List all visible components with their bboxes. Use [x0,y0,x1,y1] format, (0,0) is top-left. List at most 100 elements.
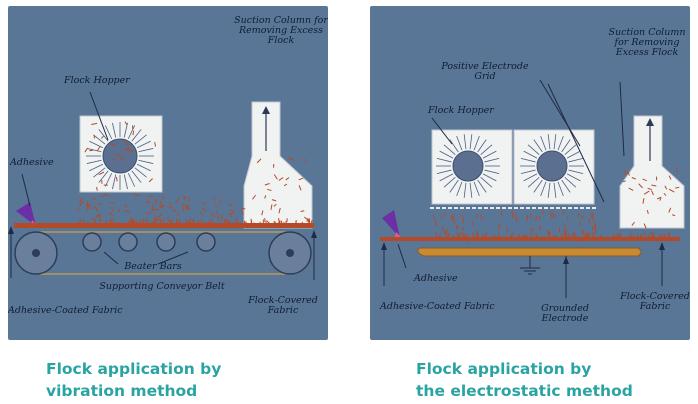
flock-fiber [538,215,541,221]
flock-fiber [462,217,465,224]
flock-fiber [638,183,643,189]
flock-fiber [432,214,435,219]
flock-fiber [109,143,116,146]
flock-fiber [651,184,657,187]
flock-fiber [310,220,313,225]
flock-fiber [273,203,277,207]
flock-fiber [497,232,500,238]
hopper-ray [540,181,547,197]
flock-fiber [87,221,89,226]
flock-fiber [124,209,130,213]
flock-fiber [78,220,80,226]
hopper-ray [93,167,106,178]
hopper-ray [127,125,136,140]
hopper-ray [463,134,467,150]
adhesive-applicator [16,202,36,226]
hopper-ray [473,135,480,151]
flock-fiber [154,214,159,220]
label-suction-column: Suction Column for Removing Excess Flock [234,15,328,46]
hopper-ray [520,169,536,175]
flock-fiber [100,193,107,198]
flock-fiber [252,194,256,200]
flock-fiber [285,220,288,227]
flock-fiber [178,218,181,225]
caption-electrostatic: Flock application by the electrostatic m… [416,358,633,402]
flock-fiber [237,221,239,226]
flock-fiber [532,227,534,232]
flock-fiber [273,220,276,226]
flock-fiber [94,219,96,224]
electrostatic-method-panel: Suction Column for Removing Excess Flock… [370,6,690,340]
flock-fiber [304,216,308,220]
flock-fiber [463,234,465,238]
caption-electrostatic-line-2: the electrostatic method [416,382,633,400]
hopper-ray [477,179,487,193]
label-flock-covered-fabric: Flock-Covered Fabric [248,295,318,316]
flock-fiber [651,235,654,242]
flock-fiber [582,229,584,234]
label-adhesive-coated-fabric: Adhesive-Coated Fabric [380,301,495,312]
flock-fiber [124,146,129,152]
flock-fiber [127,147,132,153]
flock-fiber [476,214,478,219]
flock-fiber [84,147,88,153]
electrostatic-diagram [380,79,685,298]
hopper-ray [553,182,557,198]
flock-fiber [220,214,223,221]
flock-fiber [592,217,595,221]
flock-fiber [199,211,203,216]
flock-fiber [168,201,172,206]
flock-fiber [567,233,569,240]
flock-fiber [86,203,90,210]
flock-fiber [642,198,645,204]
hopper-ray [134,167,147,178]
flock-fiber [646,210,649,214]
flock-fiber [161,195,166,200]
hopper-ray [443,176,456,188]
hopper-ray [449,179,459,193]
hopper-ray [480,176,493,188]
label-flock-hopper: Flock Hopper [64,75,130,86]
hopper-ray [456,181,463,197]
flock-fiber [550,212,553,218]
fabric-strip [380,237,680,241]
flock-fiber [95,207,98,212]
label-adhesive: Adhesive [414,273,458,284]
flock-fiber [154,220,157,226]
flock-fiber [210,218,213,223]
flock-fiber [130,216,133,222]
flock-fiber [106,194,110,197]
suction-column [243,101,313,229]
hopper-ray [439,173,454,182]
hopper-ray [482,173,497,182]
hopper-ray [566,150,581,159]
beater-bar [82,232,102,252]
hopper-ray [89,140,104,149]
flock-fiber [78,198,83,203]
flock-fiber [627,171,630,176]
hopper-ray [456,135,463,151]
flock-fiber [457,225,459,229]
hopper-ray [473,181,480,197]
flock-fiber [243,220,246,227]
hopper-ray [138,148,154,153]
flock-fiber [235,217,237,223]
hopper-ray [527,144,540,156]
hopper-ray [439,150,454,159]
flock-fiber [181,204,186,207]
flock-fiber [230,210,235,215]
hopper-ray [469,134,473,150]
flock-fiber [577,213,580,218]
hopper-ray [547,134,551,150]
hopper-ray [443,144,456,156]
label-adhesive: Adhesive [10,157,54,168]
flock-fiber [187,198,191,202]
hopper-ray [127,172,136,187]
flock-fiber [515,216,518,222]
flock-fiber [245,221,248,228]
hopper-ray [469,182,473,198]
hopper-drum-right [536,150,568,182]
flock-fiber [659,196,662,201]
hopper-ray [93,134,106,145]
label-suction-column: Suction Column for Removing Excess Flock [608,27,686,58]
